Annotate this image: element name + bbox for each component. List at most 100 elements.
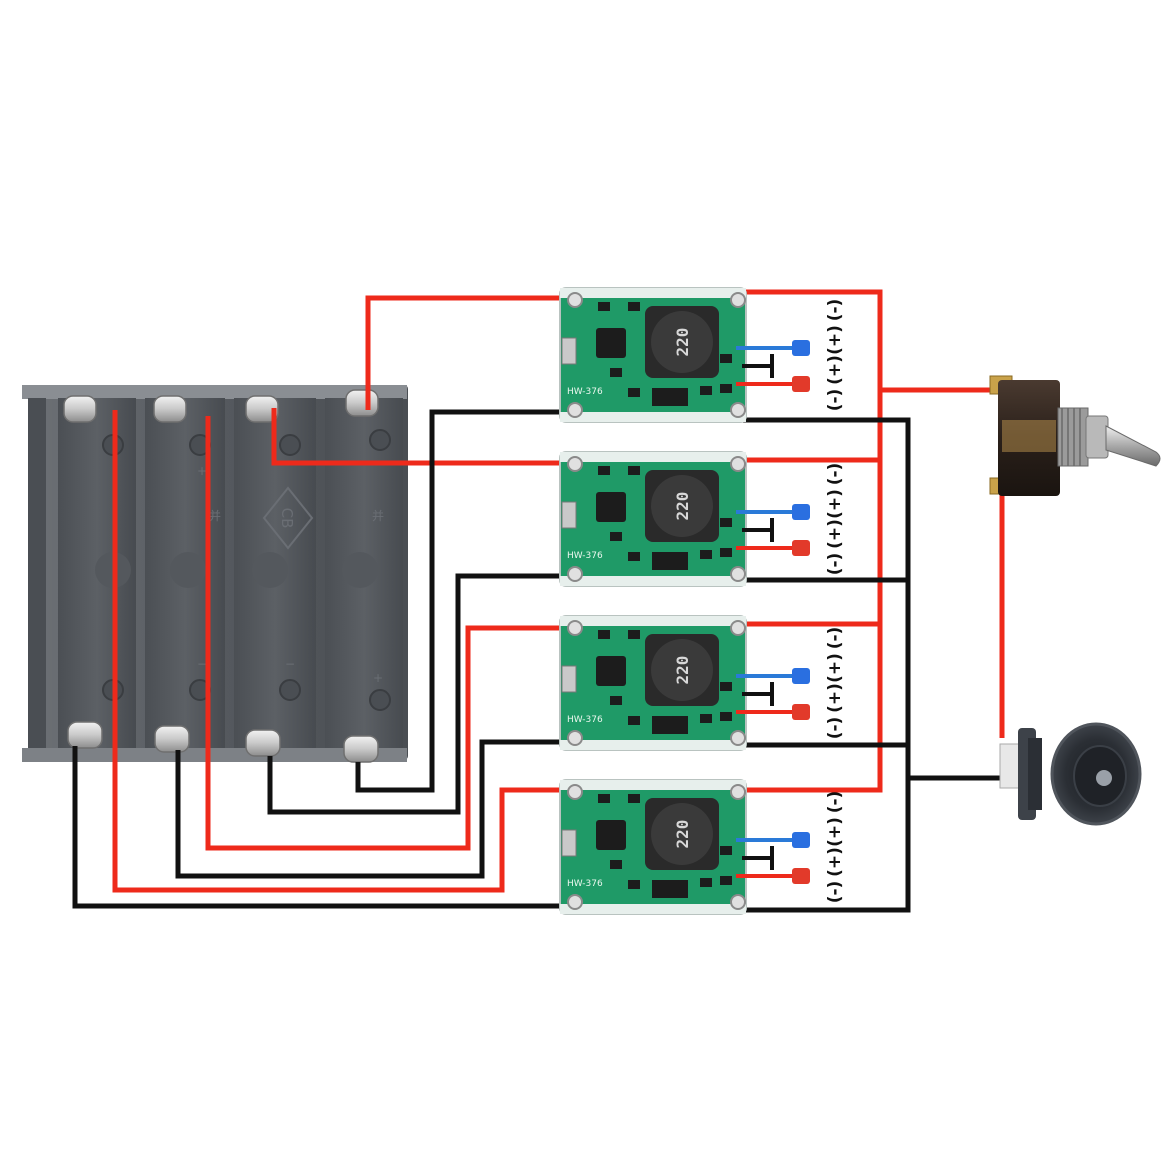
polarity-plus-mark: + xyxy=(373,671,383,685)
board-label: HW-376 xyxy=(567,387,603,397)
top-contacts xyxy=(63,389,379,423)
red-wire xyxy=(365,295,570,410)
red-wire xyxy=(112,410,570,893)
smd-component xyxy=(700,550,712,559)
usb-port xyxy=(561,337,577,365)
smd-component xyxy=(598,302,610,311)
polarity-label: (+) xyxy=(825,519,845,549)
board-edge xyxy=(560,740,746,750)
solder-pad xyxy=(567,730,583,746)
polarity-label: (-) xyxy=(825,463,845,486)
smd-component xyxy=(598,630,610,639)
diode xyxy=(652,388,688,406)
led-common-lead xyxy=(742,682,774,706)
inductor-core xyxy=(651,475,713,537)
board-edge xyxy=(560,452,746,462)
black-wire xyxy=(355,409,570,793)
polarity-label: (-) xyxy=(825,389,845,412)
polarity-label: (-) xyxy=(825,791,845,814)
charger-modules: 220HW-376(-)(+)(+)(-)220HW-376(-)(+)(+)(… xyxy=(559,287,845,915)
solder-pad xyxy=(730,730,746,746)
smd-component xyxy=(610,860,622,869)
diode xyxy=(652,552,688,570)
smd-component xyxy=(598,466,610,475)
ic-chip xyxy=(596,820,626,850)
smd-component xyxy=(598,794,610,803)
smd-component xyxy=(610,696,622,705)
cell-slot: + − 并 xyxy=(145,398,225,748)
board-edge xyxy=(560,616,746,626)
smd-component xyxy=(628,302,640,311)
smd-component xyxy=(720,384,732,393)
smd-component xyxy=(720,518,732,527)
inductor-core xyxy=(651,803,713,865)
certification-mark-text: CB xyxy=(278,508,296,529)
smd-component xyxy=(628,716,640,725)
black-wire xyxy=(175,739,570,879)
polarity-label: (+) xyxy=(825,489,845,519)
black-wire xyxy=(267,573,570,815)
smd-component xyxy=(700,878,712,887)
solder-pad xyxy=(567,456,583,472)
smd-component xyxy=(628,552,640,561)
cell-slot xyxy=(58,398,136,748)
smd-component xyxy=(628,880,640,889)
solder-pad xyxy=(567,402,583,418)
positive-wires xyxy=(112,289,1005,893)
board-label: HW-376 xyxy=(567,715,603,725)
ic-chip xyxy=(596,656,626,686)
usb-port xyxy=(561,829,577,857)
blue-led-icon xyxy=(792,668,810,684)
diode xyxy=(652,716,688,734)
cell-slot: 并 + xyxy=(325,398,403,748)
bottom-contacts xyxy=(67,721,379,763)
cell-slot: CB − xyxy=(234,398,316,748)
black-wire xyxy=(738,417,911,913)
solder-pad xyxy=(730,292,746,308)
solder-pad xyxy=(730,620,746,636)
inductor-label: 220 xyxy=(673,820,692,849)
inductor-core xyxy=(651,311,713,373)
inductor-core xyxy=(651,639,713,701)
red-led-icon xyxy=(792,868,810,884)
inductor-label: 220 xyxy=(673,492,692,521)
board-label: HW-376 xyxy=(567,879,603,889)
solder-pad xyxy=(730,784,746,800)
polarity-label: (+) xyxy=(825,817,845,847)
smd-component xyxy=(628,630,640,639)
usb-port xyxy=(561,501,577,529)
red-wire xyxy=(205,416,570,851)
ic-chip xyxy=(596,492,626,522)
blue-led-icon xyxy=(792,340,810,356)
polarity-label: (+) xyxy=(825,683,845,713)
polarity-label: (+) xyxy=(825,355,845,385)
smd-component xyxy=(628,466,640,475)
solder-pad xyxy=(730,566,746,582)
inductor-label: 220 xyxy=(673,328,692,357)
solder-pad xyxy=(567,292,583,308)
board-edge xyxy=(560,412,746,422)
ic-chip xyxy=(596,328,626,358)
smd-component xyxy=(628,794,640,803)
polarity-label: (+) xyxy=(825,847,845,877)
led-common-lead xyxy=(742,518,774,542)
blue-led-icon xyxy=(792,504,810,520)
solder-pad xyxy=(730,894,746,910)
polarity-label: (-) xyxy=(825,881,845,904)
board-edge xyxy=(560,288,746,298)
smd-component xyxy=(720,682,732,691)
battery-holder: + − 并 CB − 并 + xyxy=(22,385,408,763)
smd-component xyxy=(720,354,732,363)
polarity-minus-mark: − xyxy=(197,657,207,671)
solder-pad xyxy=(567,894,583,910)
dc-barrel-jack xyxy=(999,722,1142,826)
polarity-plus-mark: + xyxy=(197,464,207,478)
smd-component xyxy=(720,712,732,721)
red-wire xyxy=(738,289,883,793)
polarity-label: (+) xyxy=(825,653,845,683)
smd-component xyxy=(720,548,732,557)
